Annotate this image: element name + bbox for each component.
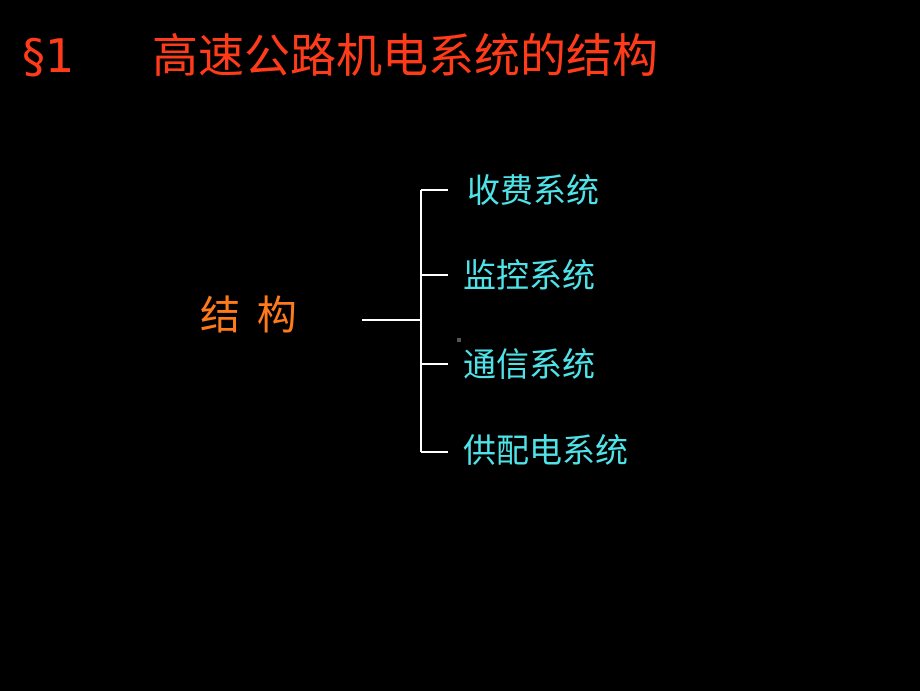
title-text: 高速公路机电系统的结构 (152, 29, 658, 83)
root-node-label: 结 构 (200, 293, 299, 339)
branch-node-monitoring: 监控系统 (463, 256, 595, 295)
section-number: §1 (22, 29, 75, 83)
branch-node-communication: 通信系统 (463, 345, 595, 384)
stray-dot (457, 338, 461, 342)
branch-node-power-supply: 供配电系统 (463, 431, 628, 470)
slide-title: §1 高速公路机电系统的结构 (22, 26, 658, 86)
branch-node-toll: 收费系统 (467, 171, 599, 210)
